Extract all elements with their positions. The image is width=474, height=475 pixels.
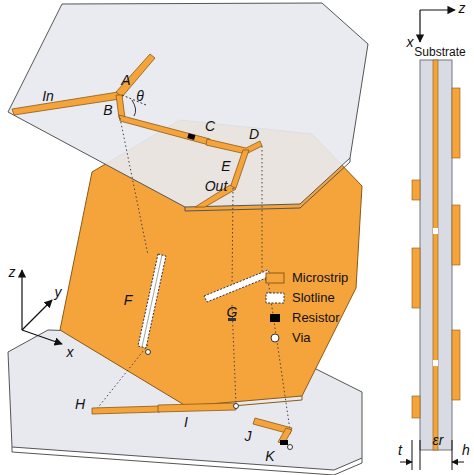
slot-label: F [124, 293, 133, 307]
cross-section [400, 60, 464, 470]
point-label: K [265, 449, 274, 463]
axes [22, 10, 455, 344]
port-label: In [42, 89, 54, 103]
legend-swatch [266, 293, 284, 303]
legend-text: Slotline [292, 291, 335, 304]
axis-label: y [55, 285, 62, 299]
legend-text: Via [292, 331, 311, 344]
axis-label: x [67, 345, 74, 359]
via [146, 350, 151, 355]
point-label: A [121, 73, 130, 87]
dimension-label: h [462, 443, 470, 457]
point-label: J [245, 429, 252, 443]
legend-text: Microstrip [292, 271, 348, 284]
axis-label: z [459, 1, 466, 15]
point-label: E [221, 159, 230, 173]
top-microstrip [12, 54, 262, 207]
via [234, 404, 239, 409]
point-label: B [103, 103, 112, 117]
angle-arc [132, 100, 136, 116]
via-links [96, 118, 290, 430]
resistor-symbol [187, 133, 195, 140]
dimension-label: t [398, 443, 402, 457]
via [288, 445, 293, 450]
axis-label: z [9, 265, 16, 279]
permittivity-label: εr [433, 433, 444, 447]
slotline [138, 254, 271, 348]
point-label: I [184, 415, 188, 429]
point-label: H [75, 397, 85, 411]
axis-label: x [407, 35, 414, 49]
top-substrate [8, 3, 368, 211]
legend-swatch [271, 334, 279, 342]
point-label: C [205, 119, 215, 133]
point-label: D [249, 127, 259, 141]
slot-label: G [227, 305, 238, 319]
legend-swatch [266, 273, 284, 283]
legend-text: Resistor [292, 311, 340, 324]
bottom-microstrip [92, 403, 292, 444]
port-label: Out [205, 179, 228, 193]
resistor-symbol [280, 440, 288, 445]
layer-label: Substrate [414, 46, 465, 58]
legend-swatch [270, 314, 280, 322]
angle-label: θ [136, 89, 144, 103]
